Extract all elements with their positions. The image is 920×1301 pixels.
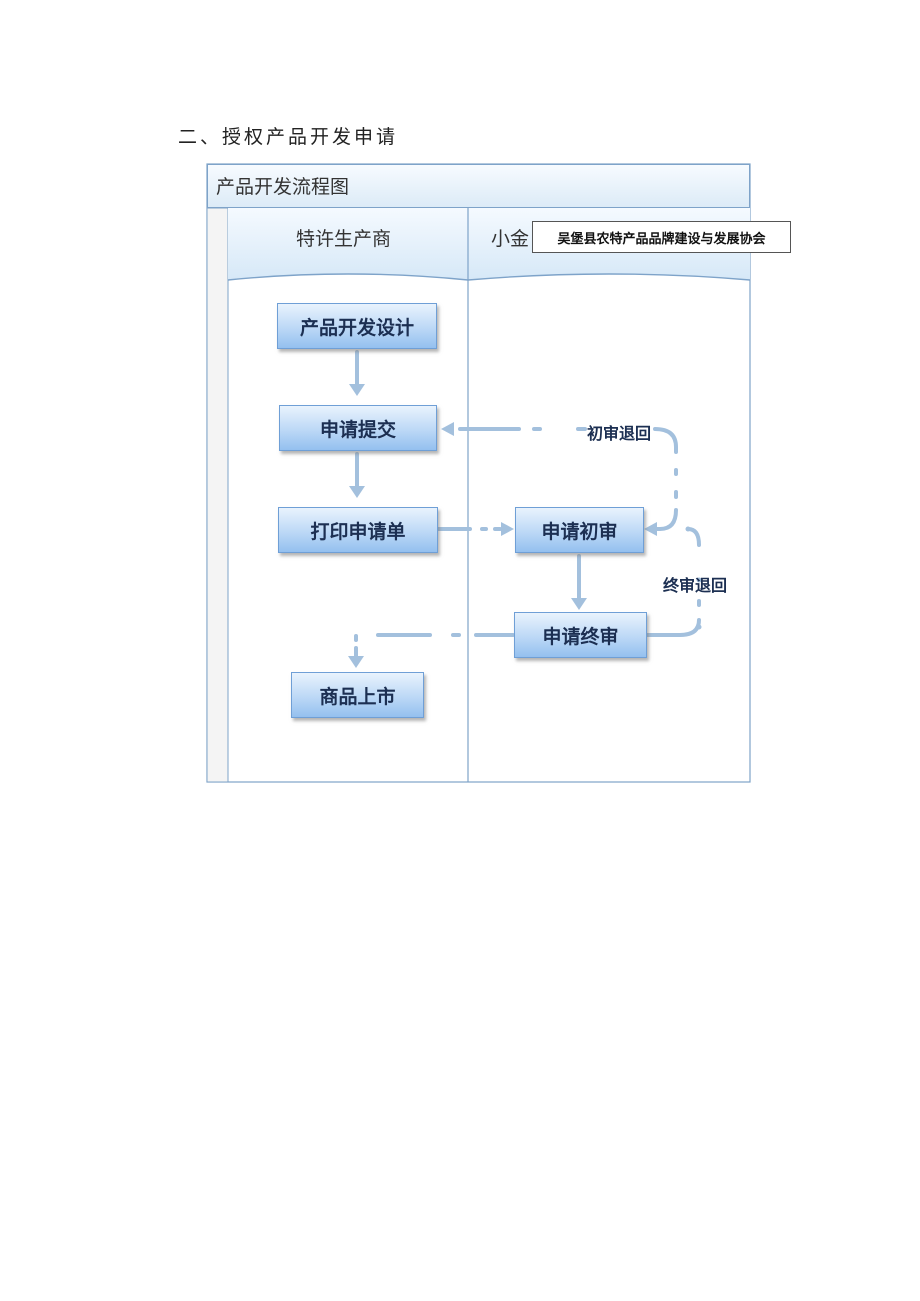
- arrowhead: [349, 486, 365, 498]
- step-final-review: 申请终审: [514, 612, 647, 658]
- diagram-title-bar: [207, 164, 750, 208]
- arrowhead: [348, 656, 364, 668]
- arrowhead: [571, 598, 587, 610]
- step-print-application: 打印申请单: [278, 507, 438, 553]
- step-initial-review: 申请初审: [515, 507, 644, 553]
- section-heading: 二、授权产品开发申请: [178, 126, 399, 148]
- loop-initial-return: [653, 427, 678, 454]
- pool-spine: [206, 207, 229, 783]
- lane-header-manufacturer: 特许生产商: [296, 228, 392, 250]
- step-application-submit: 申请提交: [279, 405, 437, 451]
- organization-badge: 吴堡县农特产品品牌建设与发展协会: [532, 221, 791, 253]
- lane-header-bg: [228, 208, 468, 280]
- step-product-design: 产品开发设计: [277, 303, 437, 349]
- lane-header-association: 小金: [491, 228, 530, 250]
- loop-label-initial-return: 初审退回: [587, 424, 652, 443]
- arrowhead: [644, 522, 657, 536]
- step-goods-launch: 商品上市: [291, 672, 424, 718]
- loop-final-return: [645, 618, 701, 637]
- diagram-title: 产品开发流程图: [216, 176, 350, 198]
- arrowhead: [441, 422, 454, 436]
- arrowhead: [501, 522, 514, 536]
- loop-label-final-return: 终审退回: [663, 576, 728, 595]
- arrowhead: [349, 384, 365, 396]
